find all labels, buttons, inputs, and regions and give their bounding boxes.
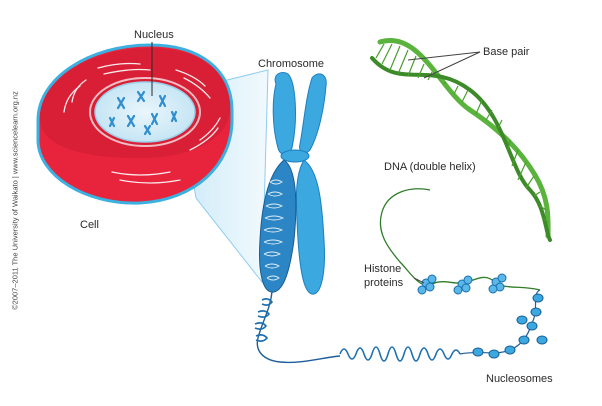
histone-clusters bbox=[417, 273, 507, 295]
base-pair-leader-1 bbox=[407, 51, 481, 61]
credit-text: ©2007–2011 The University of Waikato | w… bbox=[10, 91, 20, 310]
chromosome-upper-right-arm bbox=[299, 73, 327, 154]
base-pair-rungs bbox=[375, 43, 549, 223]
coiled-fiber bbox=[254, 298, 461, 362]
dna-double-helix bbox=[370, 37, 552, 242]
label-histone-line1: Histone bbox=[364, 263, 402, 275]
chromosome-lower-right-arm bbox=[295, 159, 325, 295]
label-nucleus: Nucleus bbox=[134, 29, 174, 41]
cytoplasm-streaks bbox=[63, 62, 221, 184]
nucleus-chromosomes bbox=[108, 90, 178, 136]
label-base-pair: Base pair bbox=[483, 46, 530, 58]
chromosome-lower-left-arm bbox=[259, 159, 297, 293]
label-cell: Cell bbox=[80, 219, 99, 231]
centromere bbox=[280, 149, 310, 163]
histone-leader bbox=[413, 277, 425, 284]
nucleus bbox=[94, 81, 196, 143]
base-pair-leader-2 bbox=[423, 51, 481, 79]
chromatin-texture bbox=[263, 179, 285, 281]
chromatin-fiber bbox=[256, 291, 341, 364]
nucleus-rim bbox=[89, 77, 201, 147]
label-chromosome: Chromosome bbox=[258, 58, 325, 70]
label-dna: DNA (double helix) bbox=[384, 161, 476, 173]
chromosome bbox=[259, 71, 327, 295]
chromosome-upper-left-arm bbox=[272, 71, 296, 155]
cell bbox=[36, 42, 234, 205]
label-nucleosomes: Nucleosomes bbox=[486, 373, 553, 385]
label-histone-line2: proteins bbox=[364, 277, 404, 289]
nucleosome-string bbox=[459, 289, 548, 359]
histone-dna-string bbox=[379, 188, 541, 295]
